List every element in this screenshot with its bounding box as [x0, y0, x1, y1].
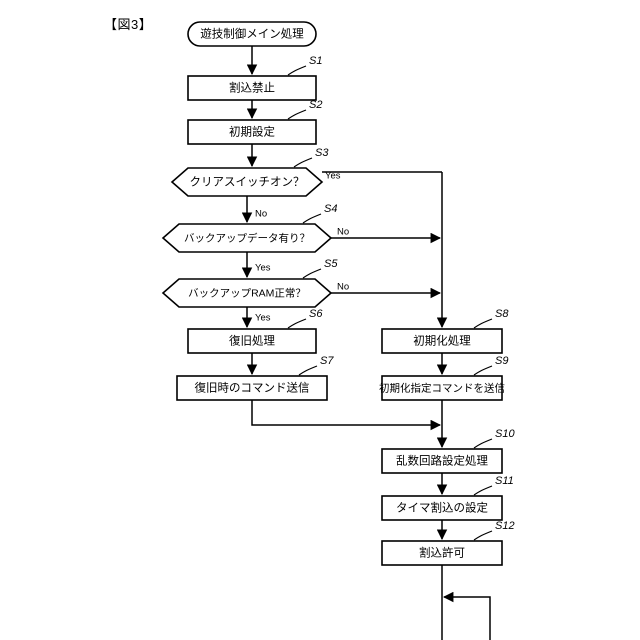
flow-node-s9[interactable]: 初期化指定コマンドを送信 S9 [379, 355, 508, 401]
step-tag-leader [287, 109, 307, 120]
flow-node-s10[interactable]: 乱数回路設定処理 S10 [381, 428, 515, 474]
step-tag-s7: S7 [320, 355, 334, 367]
flow-node-s8[interactable]: 初期化処理 S8 [381, 308, 509, 354]
decision-shape [161, 223, 333, 253]
process-shape [187, 119, 317, 145]
edge-label-yes-5: Yes [255, 313, 271, 324]
flow-node-label: 乱数回路設定処理 [396, 454, 488, 468]
process-shape [381, 328, 503, 354]
process-shape [187, 75, 317, 101]
step-tag-leader [302, 213, 322, 224]
step-tag-s10: S10 [495, 428, 515, 440]
flow-node-s5[interactable]: バックアップRAM正常？ S5 [161, 258, 338, 308]
edge-s12-loop-return [442, 591, 491, 640]
flow-node-label: 割込禁止 [229, 81, 275, 95]
edge-s7-to-merge [251, 400, 442, 431]
process-shape [381, 495, 503, 521]
edge-label-yes-3: Yes [255, 263, 271, 274]
figure-number-label: 【図3】 [104, 17, 153, 32]
step-tag-leader [287, 65, 307, 76]
flow-node-label: 割込許可 [419, 546, 465, 560]
flow-node-label: 初期化処理 [413, 334, 471, 348]
terminator-shape [187, 21, 317, 47]
flow-node-label: 復旧処理 [229, 334, 275, 348]
step-tag-leader [473, 485, 493, 496]
flow-node-s12[interactable]: 割込許可 S12 [381, 520, 515, 566]
flow-node-label: 遊技制御メイン処理 [200, 27, 304, 41]
step-tag-leader [473, 318, 493, 329]
flow-node-s6[interactable]: 復旧処理 S6 [187, 308, 323, 354]
edge-label-yes-0: Yes [325, 171, 341, 182]
step-tag-s4: S4 [324, 203, 337, 215]
edge-label-no-2: No [337, 227, 349, 238]
decision-shape [161, 278, 333, 308]
flow-node-start[interactable]: 遊技制御メイン処理 [187, 21, 317, 47]
flow-node-s2[interactable]: 初期設定 S2 [187, 99, 322, 145]
step-tag-leader [287, 318, 307, 329]
flow-node-label: 復旧時のコマンド送信 [195, 381, 310, 395]
decision-shape [170, 167, 324, 197]
step-tag-s5: S5 [324, 258, 338, 270]
flow-node-s3[interactable]: クリアスイッチオン？ S3 [170, 147, 329, 197]
flow-node-label: 初期設定 [229, 125, 275, 139]
step-tag-s1: S1 [309, 55, 322, 67]
flow-node-label: バックアップRAM正常？ [188, 286, 306, 299]
step-tag-s9: S9 [495, 355, 508, 367]
process-shape [381, 448, 503, 474]
step-tag-leader [473, 438, 493, 449]
step-tag-s8: S8 [495, 308, 509, 320]
step-tag-s12: S12 [495, 520, 515, 532]
process-shape [176, 375, 328, 401]
edge-label-no-1: No [255, 209, 267, 220]
step-tag-s11: S11 [495, 475, 514, 487]
process-shape [187, 328, 317, 354]
flow-node-label: タイマ割込の設定 [396, 501, 488, 515]
process-shape [381, 375, 503, 401]
step-tag-leader [298, 365, 318, 376]
step-tag-leader [473, 530, 493, 541]
connector-layer [241, 46, 491, 640]
flow-node-s11[interactable]: タイマ割込の設定 S11 [381, 475, 514, 521]
step-tag-s6: S6 [309, 308, 323, 320]
flow-node-label: バックアップデータ有り？ [184, 231, 310, 244]
flow-node-s1[interactable]: 割込禁止 S1 [187, 55, 322, 101]
flow-node-label: 初期化指定コマンドを送信 [379, 381, 505, 394]
step-tag-s2: S2 [309, 99, 322, 111]
edge-label-no-4: No [337, 282, 349, 293]
step-tag-leader [473, 365, 493, 376]
flow-node-label: クリアスイッチオン？ [190, 176, 305, 189]
step-tag-leader [302, 268, 322, 279]
flow-node-s7[interactable]: 復旧時のコマンド送信 S7 [176, 355, 334, 401]
process-shape [381, 540, 503, 566]
flow-node-s4[interactable]: バックアップデータ有り？ S4 [161, 203, 337, 253]
step-tag-s3: S3 [315, 147, 329, 159]
step-tag-leader [293, 157, 313, 168]
